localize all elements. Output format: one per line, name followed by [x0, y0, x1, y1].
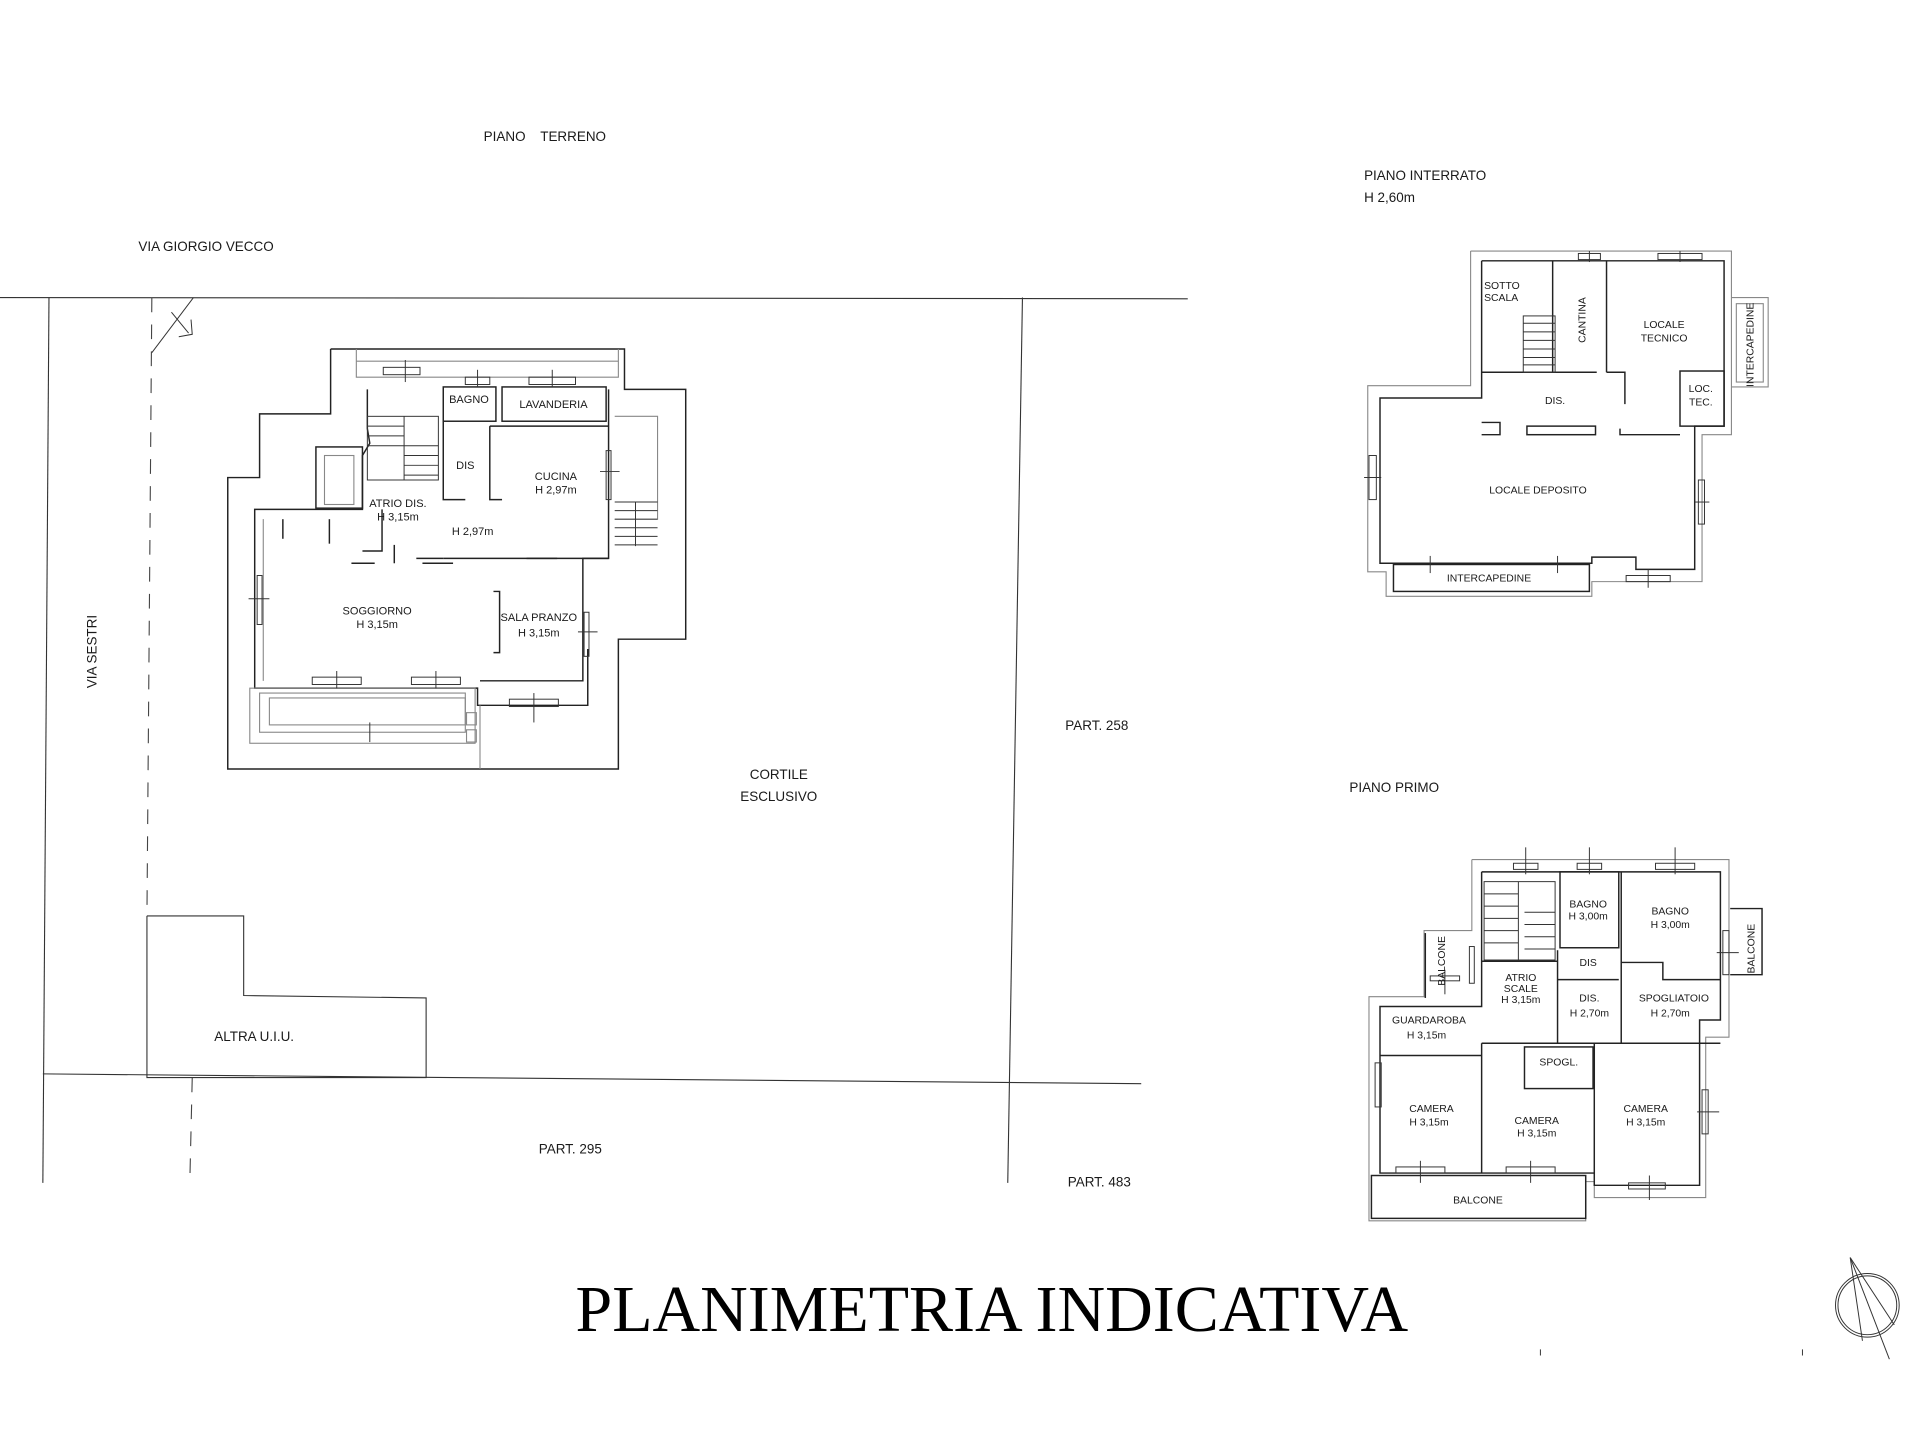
- room-camera-3: CAMERA: [1623, 1104, 1668, 1115]
- room-atrio: ATRIO DIS.: [369, 498, 426, 510]
- site-boundaries: [0, 297, 1188, 1183]
- room-balcone-right: BALCONE: [1747, 924, 1758, 974]
- room-guardaroba: GUARDAROBA: [1392, 1016, 1466, 1027]
- room-bagno-2-height: H 3,00m: [1651, 920, 1690, 931]
- courtyard-label-1: CORTILE: [750, 767, 808, 782]
- room-dis-1: DIS: [1579, 958, 1596, 969]
- room-atrio-height: H 3,15m: [377, 511, 419, 523]
- room-atrio-scale-height: H 3,15m: [1501, 995, 1540, 1006]
- room-camera-2-height: H 3,15m: [1517, 1128, 1556, 1139]
- room-dis-2-height: H 2,70m: [1570, 1008, 1609, 1019]
- room-soggiorno-height: H 3,15m: [356, 619, 398, 631]
- parcel-258: PART. 258: [1065, 718, 1128, 733]
- room-bagno: BAGNO: [449, 394, 489, 406]
- street-via-sestri: VIA SESTRI: [85, 615, 100, 688]
- basement-label: PIANO INTERRATO: [1364, 168, 1486, 183]
- parcel-483: PART. 483: [1068, 1175, 1131, 1190]
- room-spogliatoio-height: H 2,70m: [1651, 1008, 1690, 1019]
- room-dis-2: DIS.: [1579, 994, 1599, 1005]
- room-camera-1: CAMERA: [1409, 1104, 1454, 1115]
- room-camera-1-height: H 3,15m: [1409, 1117, 1448, 1128]
- room-loc-tec-1: LOC.: [1689, 384, 1713, 395]
- room-locale-deposito: LOCALE DEPOSITO: [1489, 485, 1586, 496]
- room-dis-basement: DIS.: [1545, 396, 1565, 407]
- labels: PIANO TERRENO VIA GIORGIO VECCO VIA SEST…: [85, 129, 1758, 1346]
- room-dis-height: H 2,97m: [452, 526, 494, 538]
- ground-floor-label: PIANO TERRENO: [484, 129, 606, 144]
- room-bagno-1: BAGNO: [1569, 899, 1607, 910]
- street-via-giorgio-vecco: VIA GIORGIO VECCO: [138, 239, 273, 254]
- north-arrow-icon: [1835, 1257, 1900, 1360]
- room-camera-2: CAMERA: [1515, 1116, 1560, 1127]
- first-floor-plan: [1368, 847, 1763, 1222]
- room-atrio-scale-1: ATRIO: [1505, 973, 1536, 984]
- room-locale-tecnico-1: LOCALE: [1644, 320, 1685, 331]
- room-sotto-scala-2: SCALA: [1484, 293, 1518, 304]
- room-camera-3-height: H 3,15m: [1626, 1117, 1665, 1128]
- room-bagno-1-height: H 3,00m: [1569, 912, 1608, 923]
- room-cucina: CUCINA: [535, 471, 578, 483]
- room-soggiorno: SOGGIORNO: [343, 606, 413, 618]
- room-sala-pranzo-height: H 3,15m: [518, 628, 560, 640]
- room-dis: DIS: [456, 460, 474, 472]
- parcel-295: PART. 295: [539, 1141, 602, 1156]
- room-guardaroba-height: H 3,15m: [1407, 1030, 1446, 1041]
- room-bagno-2: BAGNO: [1651, 907, 1689, 918]
- room-atrio-scale-2: SCALE: [1504, 984, 1538, 995]
- scale-ticks: [1539, 1349, 1803, 1356]
- room-cantina: CANTINA: [1578, 297, 1589, 343]
- room-balcone-left: BALCONE: [1437, 936, 1448, 986]
- other-unit-label: ALTRA U.I.U.: [214, 1029, 294, 1044]
- room-intercapedine-bottom: INTERCAPEDINE: [1447, 574, 1531, 585]
- page-title: PLANIMETRIA INDICATIVA: [576, 1273, 1409, 1346]
- room-spogliatoio: SPOGLIATOIO: [1639, 994, 1709, 1005]
- room-sotto-scala-1: SOTTO: [1484, 281, 1520, 292]
- room-balcone-bottom: BALCONE: [1453, 1196, 1503, 1207]
- room-cucina-height: H 2,97m: [535, 484, 577, 496]
- room-loc-tec-2: TEC.: [1689, 397, 1713, 408]
- basement-plan: [1364, 250, 1769, 597]
- room-intercapedine-side: INTERCAPEDINE: [1745, 303, 1756, 387]
- basement-height: H 2,60m: [1364, 190, 1415, 205]
- room-lavanderia: LAVANDERIA: [519, 399, 588, 411]
- room-sala-pranzo: SALA PRANZO: [501, 612, 578, 624]
- first-floor-label: PIANO PRIMO: [1349, 780, 1439, 795]
- room-spogl: SPOGL.: [1539, 1057, 1578, 1068]
- courtyard-label-2: ESCLUSIVO: [740, 789, 817, 804]
- ground-floor-plan: [227, 348, 687, 770]
- room-locale-tecnico-2: TECNICO: [1641, 334, 1688, 345]
